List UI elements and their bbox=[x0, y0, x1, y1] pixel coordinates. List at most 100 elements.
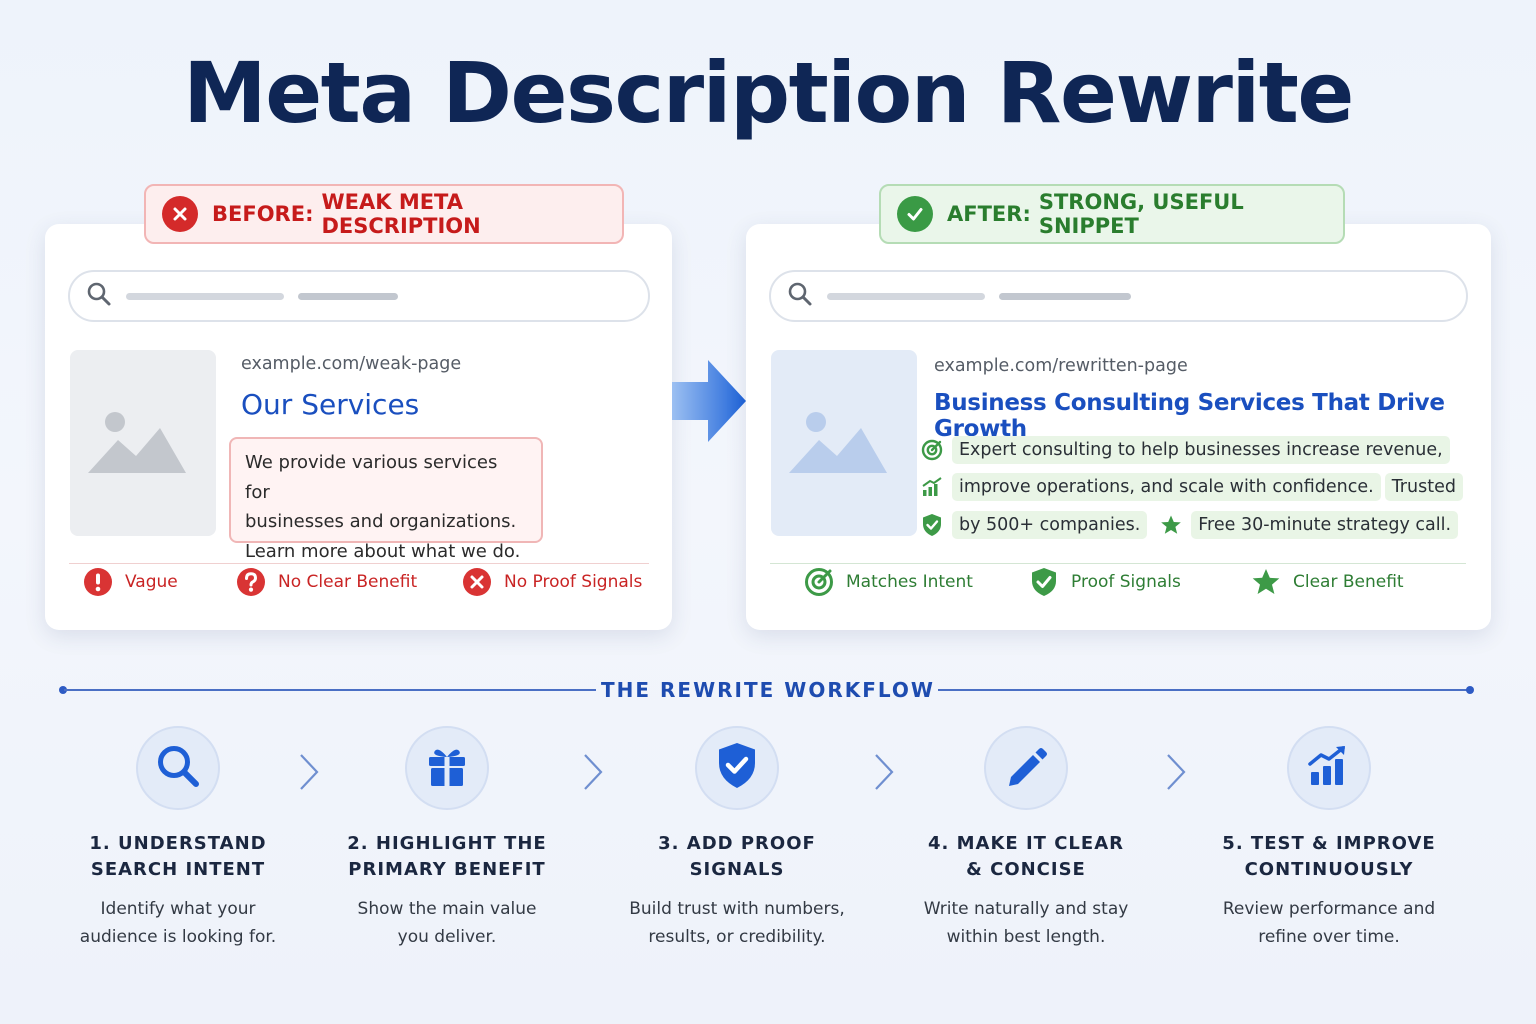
highlight-segment: improve operations, and scale with confi… bbox=[952, 473, 1381, 501]
step-desc-line: Identify what your bbox=[100, 899, 256, 919]
highlight-segment: Free 30-minute strategy call. bbox=[1191, 511, 1459, 539]
tag-label: Matches Intent bbox=[846, 572, 973, 592]
description-line: We provide various services for bbox=[245, 452, 498, 503]
tag-label: No Clear Benefit bbox=[278, 572, 418, 592]
search-placeholder-bar bbox=[999, 292, 1131, 300]
step-title-line: & CONCISE bbox=[966, 859, 1086, 880]
weak-description: We provide various services for business… bbox=[229, 437, 543, 562]
after-badge-label: AFTER: bbox=[947, 202, 1031, 226]
tag-vague: Vague bbox=[83, 567, 178, 597]
step-title-line: 4. MAKE IT CLEAR bbox=[928, 833, 1124, 854]
star-icon bbox=[1251, 567, 1281, 597]
divider-line bbox=[64, 689, 596, 691]
highlight-segment: Expert consulting to help businesses inc… bbox=[952, 436, 1450, 464]
result-title[interactable]: Business Consulting Services That Drive … bbox=[934, 390, 1445, 442]
divider bbox=[770, 563, 1466, 564]
step-title-line: SIGNALS bbox=[689, 859, 785, 880]
step-title-line: 1. UNDERSTAND bbox=[89, 833, 267, 854]
thumbnail-image bbox=[70, 350, 216, 536]
thumbnail-image bbox=[771, 350, 917, 536]
search-placeholder-bar bbox=[827, 292, 985, 300]
before-badge-label: BEFORE: bbox=[212, 202, 314, 226]
divider bbox=[69, 563, 649, 564]
step-title-line: 2. HIGHLIGHT THE bbox=[347, 833, 547, 854]
result-url[interactable]: example.com/rewritten-page bbox=[934, 356, 1188, 376]
workflow-title: THE REWRITE WORKFLOW bbox=[601, 678, 935, 702]
divider-line bbox=[938, 689, 1470, 691]
step-desc-line: audience is looking for. bbox=[79, 927, 277, 947]
step-desc-line: Show the main value bbox=[357, 899, 537, 919]
workflow-step-5: 5. TEST & IMPROVE CONTINUOUSLY Review pe… bbox=[1199, 726, 1459, 951]
x-circle-icon bbox=[162, 196, 198, 232]
star-icon bbox=[1159, 513, 1183, 537]
after-badge-rest: STRONG, USEFUL SNIPPET bbox=[1038, 190, 1244, 238]
target-icon bbox=[804, 567, 834, 597]
highlight-segment: Trusted bbox=[1384, 473, 1463, 501]
tag-label: Vague bbox=[125, 572, 178, 592]
search-bar[interactable] bbox=[68, 270, 650, 322]
target-icon bbox=[920, 438, 944, 462]
shield-check-icon bbox=[715, 741, 759, 796]
description-line: Learn more about what we do. bbox=[245, 540, 521, 562]
before-badge: BEFORE: WEAK META DESCRIPTION bbox=[144, 184, 624, 244]
step-icon-circle bbox=[405, 726, 489, 810]
shield-check-icon bbox=[1029, 567, 1059, 597]
step-desc-line: results, or credibility. bbox=[648, 927, 826, 947]
x-circle-icon bbox=[462, 567, 492, 597]
gift-icon bbox=[424, 743, 470, 794]
question-icon bbox=[236, 567, 266, 597]
step-desc-line: Review performance and bbox=[1222, 899, 1436, 919]
step-desc-line: Build trust with numbers, bbox=[629, 899, 845, 919]
result-title[interactable]: Our Services bbox=[241, 388, 420, 421]
growth-chart-icon bbox=[920, 475, 944, 499]
workflow-step-2: 2. HIGHLIGHT THE PRIMARY BENEFIT Show th… bbox=[317, 726, 577, 951]
after-panel: example.com/rewritten-page Business Cons… bbox=[746, 224, 1491, 630]
step-title-line: 5. TEST & IMPROVE bbox=[1222, 833, 1436, 854]
description-line: by 500+ companies. Free 30-minute strate… bbox=[920, 511, 1459, 539]
search-placeholder-bar bbox=[126, 292, 284, 300]
tag-no-proof-signals: No Proof Signals bbox=[462, 567, 642, 597]
highlight-segment: by 500+ companies. bbox=[952, 511, 1148, 539]
exclamation-icon bbox=[83, 567, 113, 597]
step-title-line: 3. ADD PROOF bbox=[658, 833, 816, 854]
step-icon-circle bbox=[695, 726, 779, 810]
check-circle-icon bbox=[897, 196, 933, 232]
tag-label: Proof Signals bbox=[1071, 572, 1181, 592]
step-icon-circle bbox=[984, 726, 1068, 810]
workflow-step-3: 3. ADD PROOF SIGNALS Build trust with nu… bbox=[607, 726, 867, 951]
step-desc-line: within best length. bbox=[946, 927, 1106, 947]
search-icon bbox=[787, 281, 813, 312]
tag-no-clear-benefit: No Clear Benefit bbox=[236, 567, 417, 597]
search-icon bbox=[86, 281, 112, 312]
step-icon-circle bbox=[136, 726, 220, 810]
description-line: Expert consulting to help businesses inc… bbox=[920, 436, 1450, 464]
workflow-step-1: 1. UNDERSTAND SEARCH INTENT Identify wha… bbox=[48, 726, 308, 951]
magnifier-icon bbox=[153, 741, 203, 796]
description-line: improve operations, and scale with confi… bbox=[920, 473, 1463, 501]
tag-matches-intent: Matches Intent bbox=[804, 567, 973, 597]
chevron-right-icon bbox=[1165, 752, 1187, 797]
arrow-right-icon bbox=[672, 358, 748, 449]
before-panel: example.com/weak-page Our Services We pr… bbox=[45, 224, 672, 630]
chevron-right-icon bbox=[298, 752, 320, 797]
shield-check-icon bbox=[920, 513, 944, 537]
step-title-line: SEARCH INTENT bbox=[90, 859, 266, 880]
divider-dot bbox=[59, 686, 67, 694]
step-title-line: CONTINUOUSLY bbox=[1244, 859, 1414, 880]
chevron-right-icon bbox=[582, 752, 604, 797]
step-desc-line: refine over time. bbox=[1258, 927, 1400, 947]
workflow-step-4: 4. MAKE IT CLEAR & CONCISE Write natural… bbox=[896, 726, 1156, 951]
search-bar[interactable] bbox=[769, 270, 1468, 322]
pencil-icon bbox=[1002, 742, 1050, 795]
tag-label: Clear Benefit bbox=[1293, 572, 1404, 592]
page-title: Meta Description Rewrite bbox=[183, 44, 1354, 142]
tag-label: No Proof Signals bbox=[504, 572, 643, 592]
divider-dot bbox=[1466, 686, 1474, 694]
result-url[interactable]: example.com/weak-page bbox=[241, 354, 462, 374]
tag-proof-signals: Proof Signals bbox=[1029, 567, 1181, 597]
before-badge-rest: WEAK META DESCRIPTION bbox=[321, 190, 481, 238]
growth-chart-icon bbox=[1305, 742, 1353, 795]
description-line: businesses and organizations. bbox=[245, 511, 517, 532]
step-desc-line: Write naturally and stay bbox=[923, 899, 1129, 919]
step-title-line: PRIMARY BENEFIT bbox=[348, 859, 546, 880]
